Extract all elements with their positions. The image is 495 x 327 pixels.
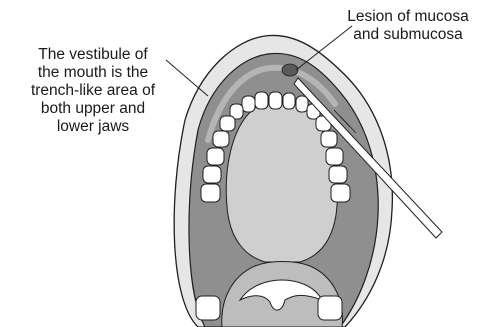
tooth [196, 296, 220, 320]
tooth [207, 148, 224, 165]
tooth [255, 92, 268, 109]
tooth [242, 96, 255, 112]
tooth [329, 166, 347, 183]
tooth [296, 96, 308, 112]
tooth [331, 184, 350, 202]
lesion-mark [282, 64, 298, 76]
tooth [203, 166, 221, 183]
vestibule-annotation: The vestibule of the mouth is the trench… [2, 46, 184, 136]
tooth [220, 116, 235, 131]
tooth [201, 184, 220, 202]
tooth [326, 148, 343, 165]
tooth [318, 296, 342, 320]
tooth [321, 131, 337, 147]
tooth [213, 131, 229, 147]
tooth [283, 93, 295, 109]
lesion-annotation: Lesion of mucosa and submucosa [322, 8, 494, 44]
tooth [269, 92, 282, 109]
